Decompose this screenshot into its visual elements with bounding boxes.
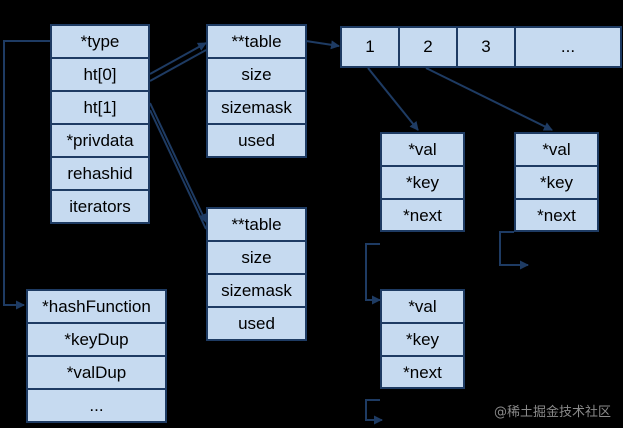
dict-struct: *type ht[0] ht[1] *privdata rehashid ite… bbox=[50, 24, 150, 224]
dict-entry-b: *val *key *next bbox=[380, 289, 465, 389]
entry-a-next-arrow bbox=[365, 243, 381, 305]
ht0-to-table-arrow-b bbox=[149, 49, 207, 82]
entry-b-key-field: *key bbox=[382, 324, 463, 357]
dicttype-valdup-field: *valDup bbox=[28, 357, 165, 390]
table-array: 1 2 3 ... bbox=[340, 26, 622, 68]
ht0-struct: **table size sizemask used bbox=[206, 24, 307, 158]
table-slot-1: 1 bbox=[342, 28, 400, 66]
watermark: @稀土掘金技术社区 bbox=[493, 405, 611, 420]
type-to-dicttype-arrow bbox=[3, 40, 50, 310]
ht0-table-field: **table bbox=[208, 26, 305, 59]
entry-a-next-field: *next bbox=[403, 206, 442, 225]
table-slot-2: 2 bbox=[400, 28, 458, 66]
entry-c-val-field: *val bbox=[516, 134, 597, 167]
ht1-to-table-arrow-a bbox=[149, 102, 207, 223]
dict-iterators-field: iterators bbox=[69, 197, 131, 216]
entry-c-key-field: *key bbox=[516, 167, 597, 200]
table-to-array-arrow bbox=[305, 40, 340, 50]
dict-entry-a: *val *key *next bbox=[380, 132, 465, 232]
ht1-size-field: size bbox=[208, 242, 305, 275]
entry-c-next-null bbox=[499, 231, 529, 270]
slot2-to-entry-c-arrow bbox=[425, 67, 553, 131]
entry-a-val-field: *val bbox=[382, 134, 463, 167]
ht1-used-field: used bbox=[238, 314, 275, 333]
entry-a-key-field: *key bbox=[382, 167, 463, 200]
ht0-used-field: used bbox=[238, 131, 275, 150]
ht0-size-field: size bbox=[208, 59, 305, 92]
dicttype-struct: *hashFunction *keyDup *valDup ... bbox=[26, 289, 167, 423]
table-slot-ellipsis: ... bbox=[560, 37, 576, 56]
entry-b-next-field: *next bbox=[403, 363, 442, 382]
dict-entry-c: *val *key *next bbox=[514, 132, 599, 232]
ht1-struct: **table size sizemask used bbox=[206, 207, 307, 341]
ht1-to-table-arrow-b bbox=[149, 109, 207, 230]
slot1-to-entry-a-arrow bbox=[367, 67, 419, 131]
dict-privdata-field: *privdata bbox=[52, 125, 148, 158]
ht0-to-table-arrow-a bbox=[149, 42, 207, 75]
entry-c-next-field: *next bbox=[537, 206, 576, 225]
dicttype-keydup-field: *keyDup bbox=[28, 324, 165, 357]
entry-b-next-null bbox=[365, 399, 383, 425]
ht1-table-field: **table bbox=[208, 209, 305, 242]
ht0-sizemask-field: sizemask bbox=[208, 92, 305, 125]
dict-type-field: *type bbox=[52, 26, 148, 59]
dicttype-ellipsis-field: ... bbox=[89, 396, 104, 415]
dicttype-hashfunction-field: *hashFunction bbox=[28, 291, 165, 324]
dict-ht1-field: ht[1] bbox=[52, 92, 148, 125]
table-slot-3: 3 bbox=[458, 28, 516, 66]
dict-ht0-field: ht[0] bbox=[52, 59, 148, 92]
dict-rehashid-field: rehashid bbox=[52, 158, 148, 191]
ht1-sizemask-field: sizemask bbox=[208, 275, 305, 308]
entry-b-val-field: *val bbox=[382, 291, 463, 324]
